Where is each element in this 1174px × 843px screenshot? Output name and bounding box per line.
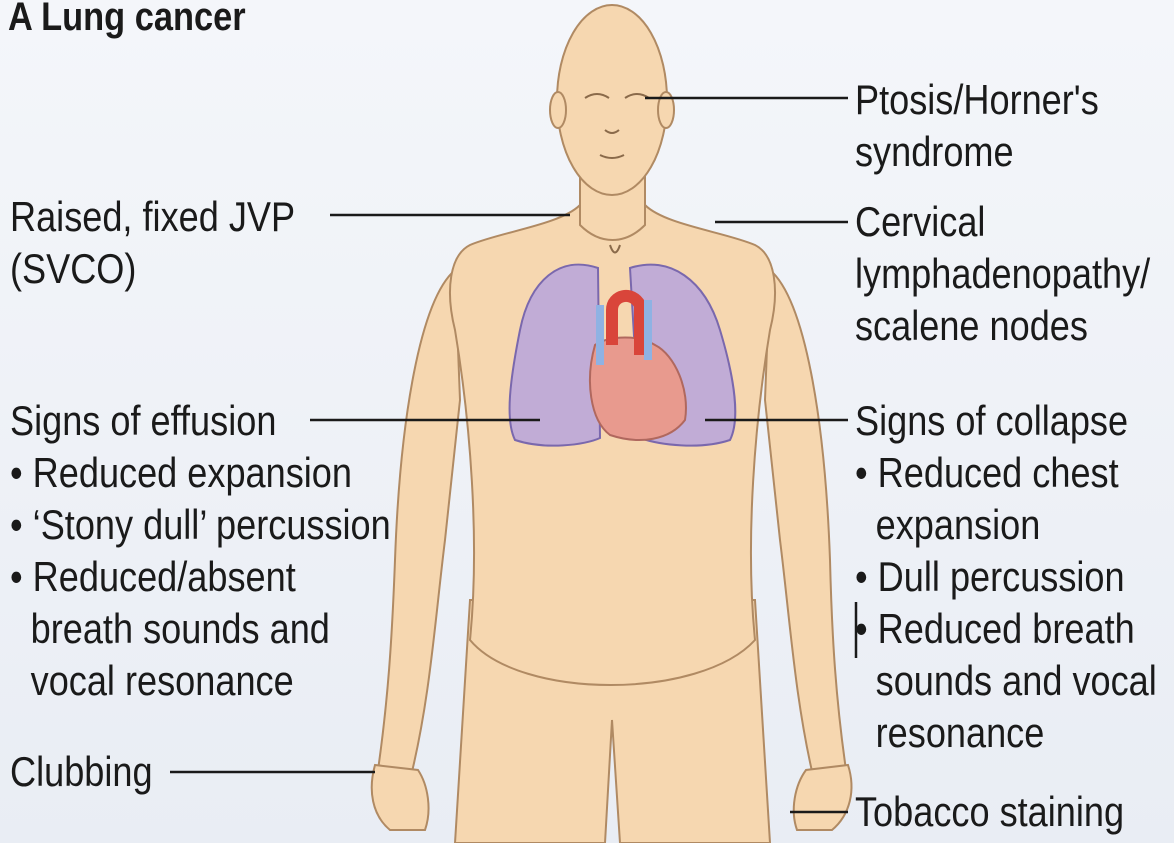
label-ptosis: Ptosis/Horner's syndrome xyxy=(855,74,1099,178)
collapse-item: resonance xyxy=(855,707,1157,759)
label-tobacco: Tobacco staining xyxy=(855,786,1124,838)
effusion-item: breath sounds and xyxy=(10,603,391,655)
label-line: (SVCO) xyxy=(10,243,295,295)
label-clubbing: Clubbing xyxy=(10,746,153,798)
label-line: scalene nodes xyxy=(855,300,1150,352)
effusion-item: • Reduced/absent xyxy=(10,551,391,603)
collapse-item: sounds and vocal xyxy=(855,655,1157,707)
label-collapse: Signs of collapse • Reduced chest expans… xyxy=(855,395,1157,759)
label-line: Cervical xyxy=(855,196,1150,248)
collapse-heading: Signs of collapse xyxy=(855,395,1157,447)
collapse-item: • Dull percussion xyxy=(855,551,1157,603)
collapse-item: • Reduced breath xyxy=(855,603,1157,655)
label-cervical: Cervical lymphadenopathy/ scalene nodes xyxy=(855,196,1150,352)
effusion-item: • Reduced expansion xyxy=(10,447,391,499)
label-effusion: Signs of effusion • Reduced expansion • … xyxy=(10,395,391,707)
label-line: lymphadenopathy/ xyxy=(855,248,1150,300)
label-line: syndrome xyxy=(855,126,1099,178)
collapse-item: expansion xyxy=(855,499,1157,551)
effusion-heading: Signs of effusion xyxy=(10,395,391,447)
label-jvp: Raised, fixed JVP (SVCO) xyxy=(10,191,295,295)
effusion-item: vocal resonance xyxy=(10,655,391,707)
collapse-item: • Reduced chest xyxy=(855,447,1157,499)
effusion-item: • ‘Stony dull’ percussion xyxy=(10,499,391,551)
label-line: Ptosis/Horner's xyxy=(855,74,1099,126)
label-line: Raised, fixed JVP xyxy=(10,191,295,243)
